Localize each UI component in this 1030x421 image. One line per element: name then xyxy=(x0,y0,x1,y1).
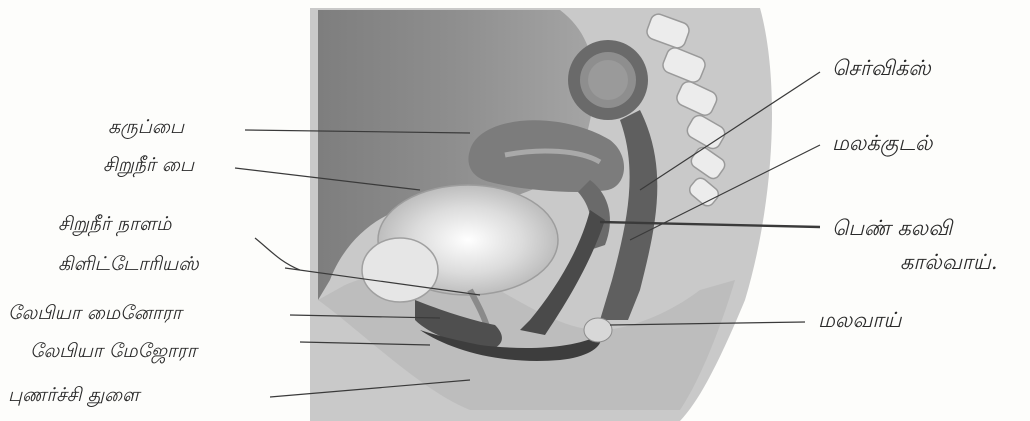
label-vagina-line2: கால்வாய். xyxy=(900,252,998,273)
label-perineum: புணர்ச்சி துளை xyxy=(8,386,139,405)
label-cervix: செர்விக்ஸ் xyxy=(832,58,931,79)
label-vagina-line1: பெண் கலவி xyxy=(832,218,952,239)
colon-loop xyxy=(568,40,648,120)
label-bladder: சிறுநீர் பை xyxy=(103,156,194,175)
label-labia-minora: லேபியா மைனோரா xyxy=(8,304,182,323)
label-urethra: சிறுநீர் நாளம் xyxy=(58,215,171,234)
label-uterus: கருப்பை xyxy=(108,118,184,137)
label-clitoris: கிளிட்டோரியஸ் xyxy=(58,255,199,274)
label-rectum: மலக்குடல் xyxy=(832,133,932,154)
label-labia-majora: லேபியா மேஜோரா xyxy=(30,342,197,361)
pubic-bone xyxy=(362,238,438,302)
label-anus: மலவாய் xyxy=(818,310,901,331)
anus-shape xyxy=(584,318,612,342)
